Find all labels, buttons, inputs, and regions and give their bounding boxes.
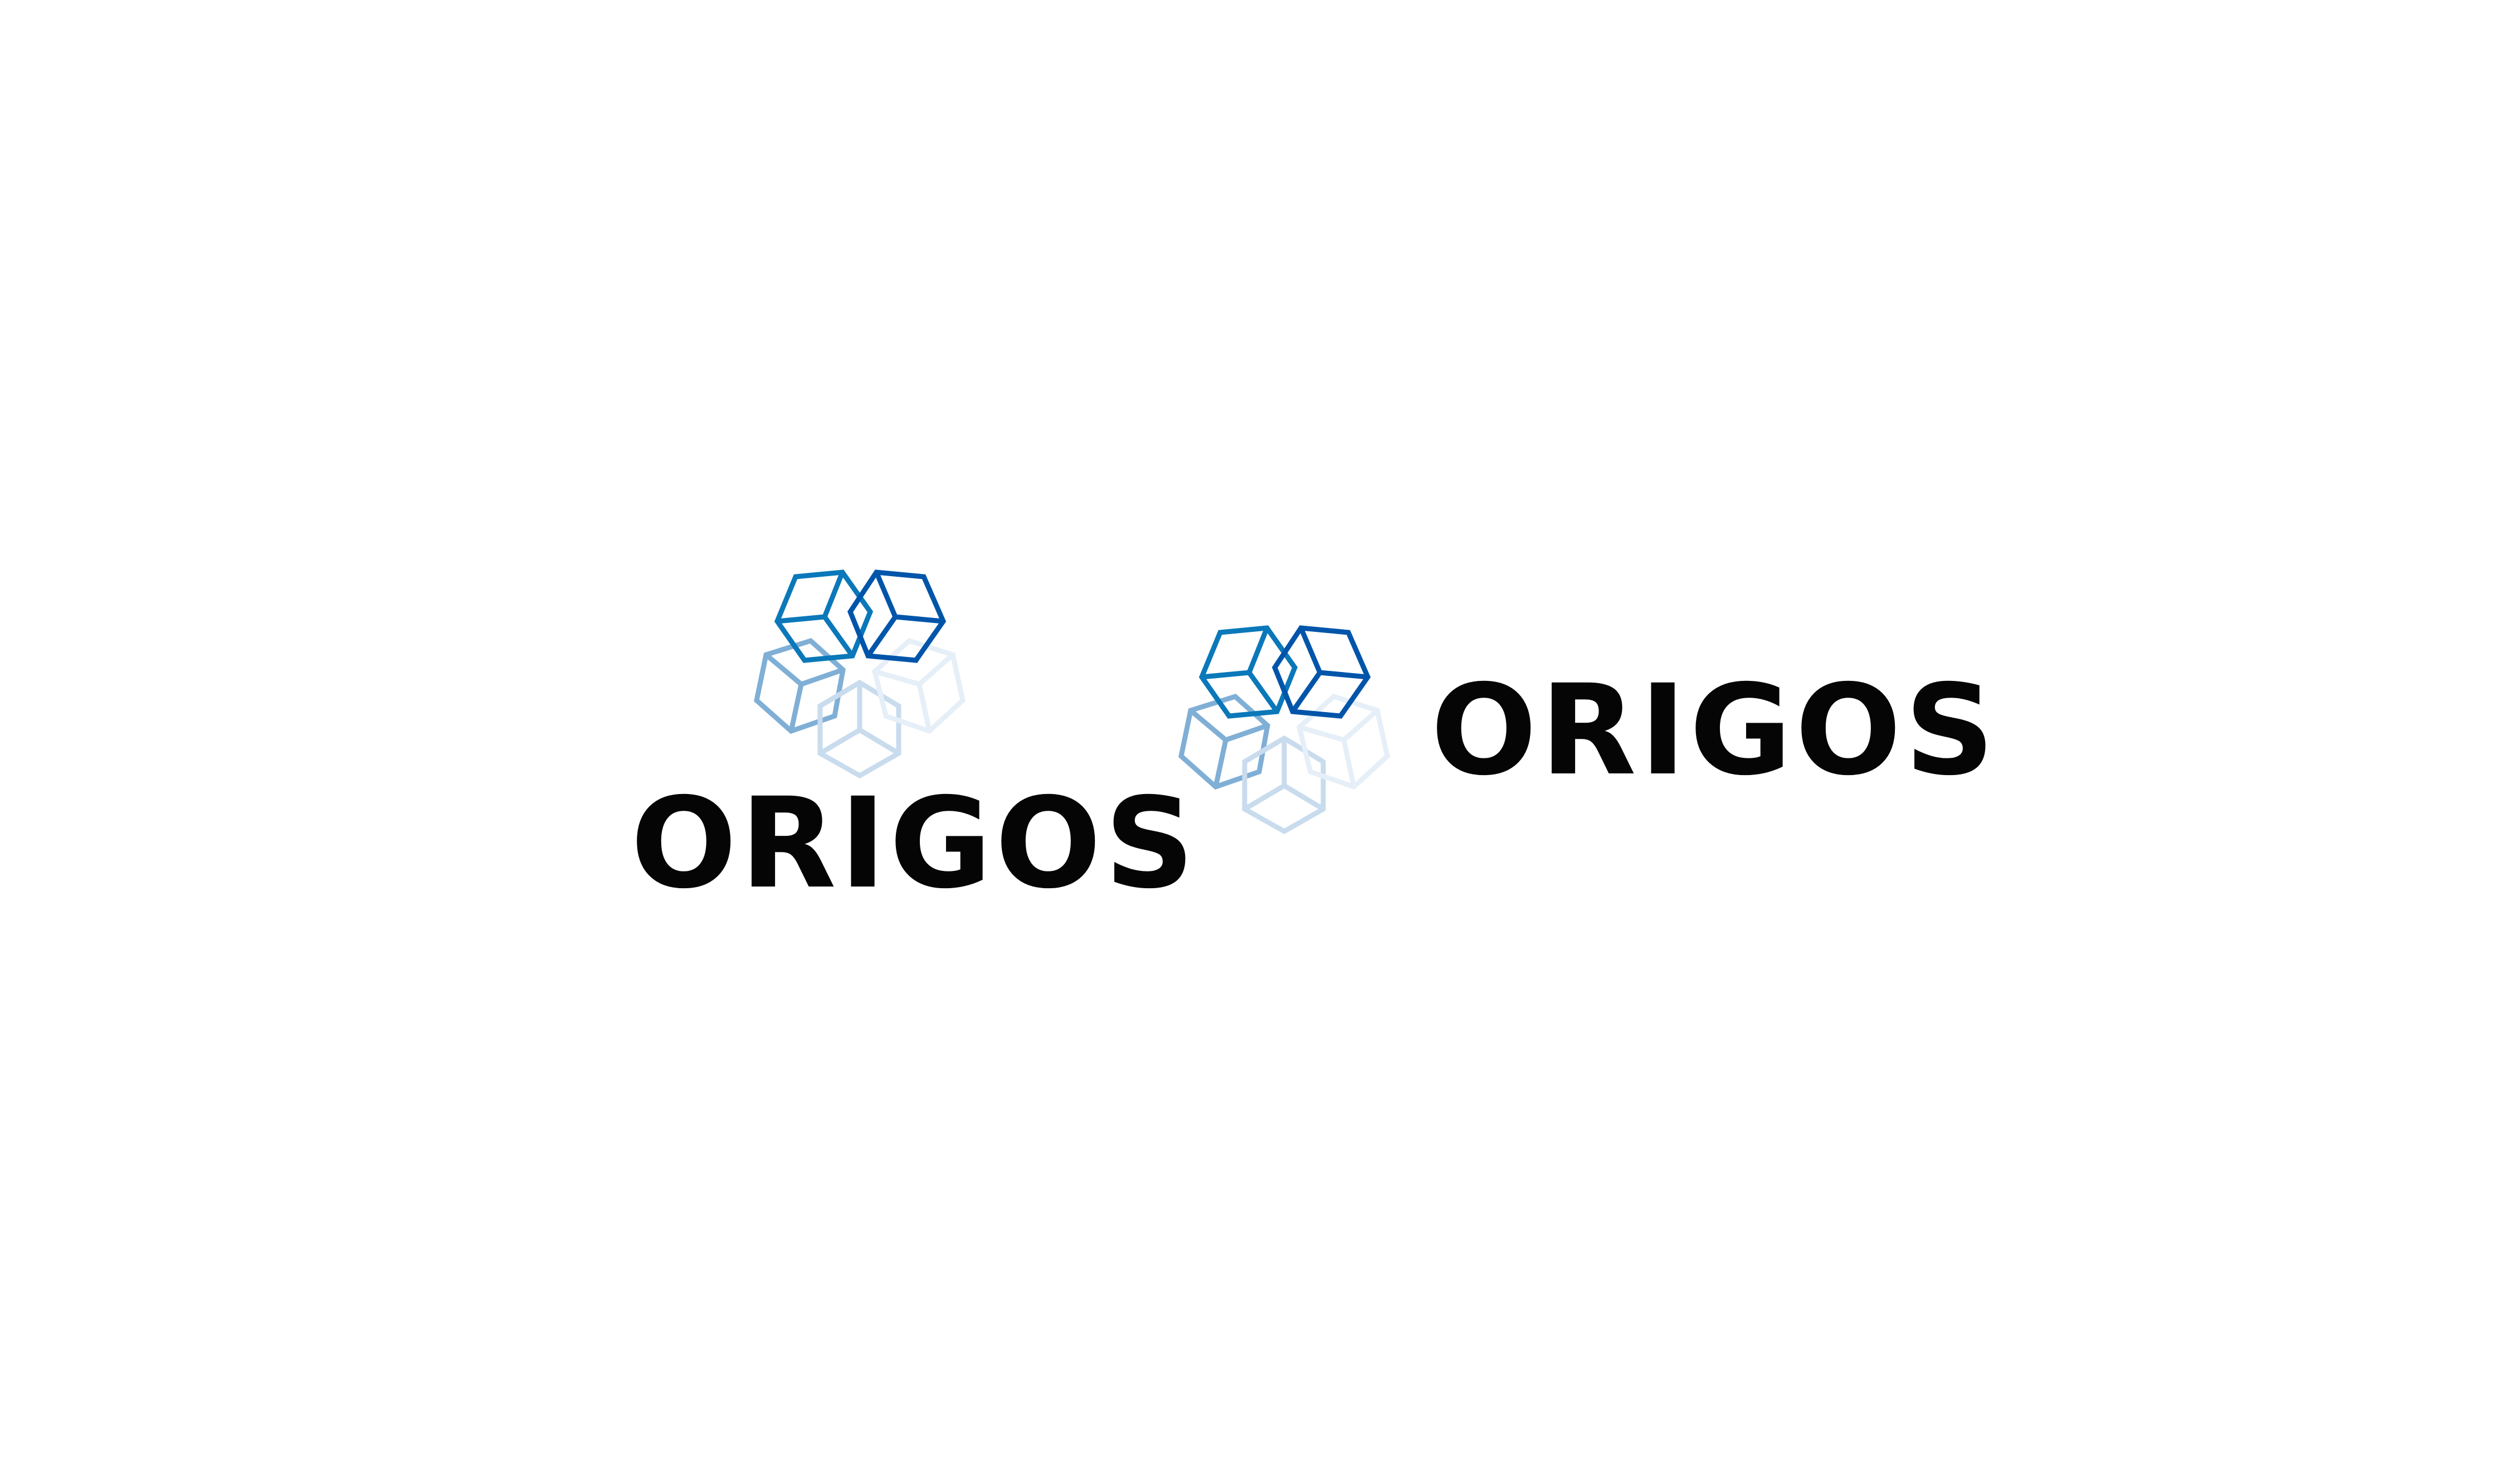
origos-cubes-icon	[1178, 625, 1390, 835]
wordmark-horizontal: ORIGOS	[1431, 658, 1998, 803]
origos-cubes-icon	[754, 569, 966, 779]
wordmark-stacked: ORIGOS	[631, 771, 1198, 916]
